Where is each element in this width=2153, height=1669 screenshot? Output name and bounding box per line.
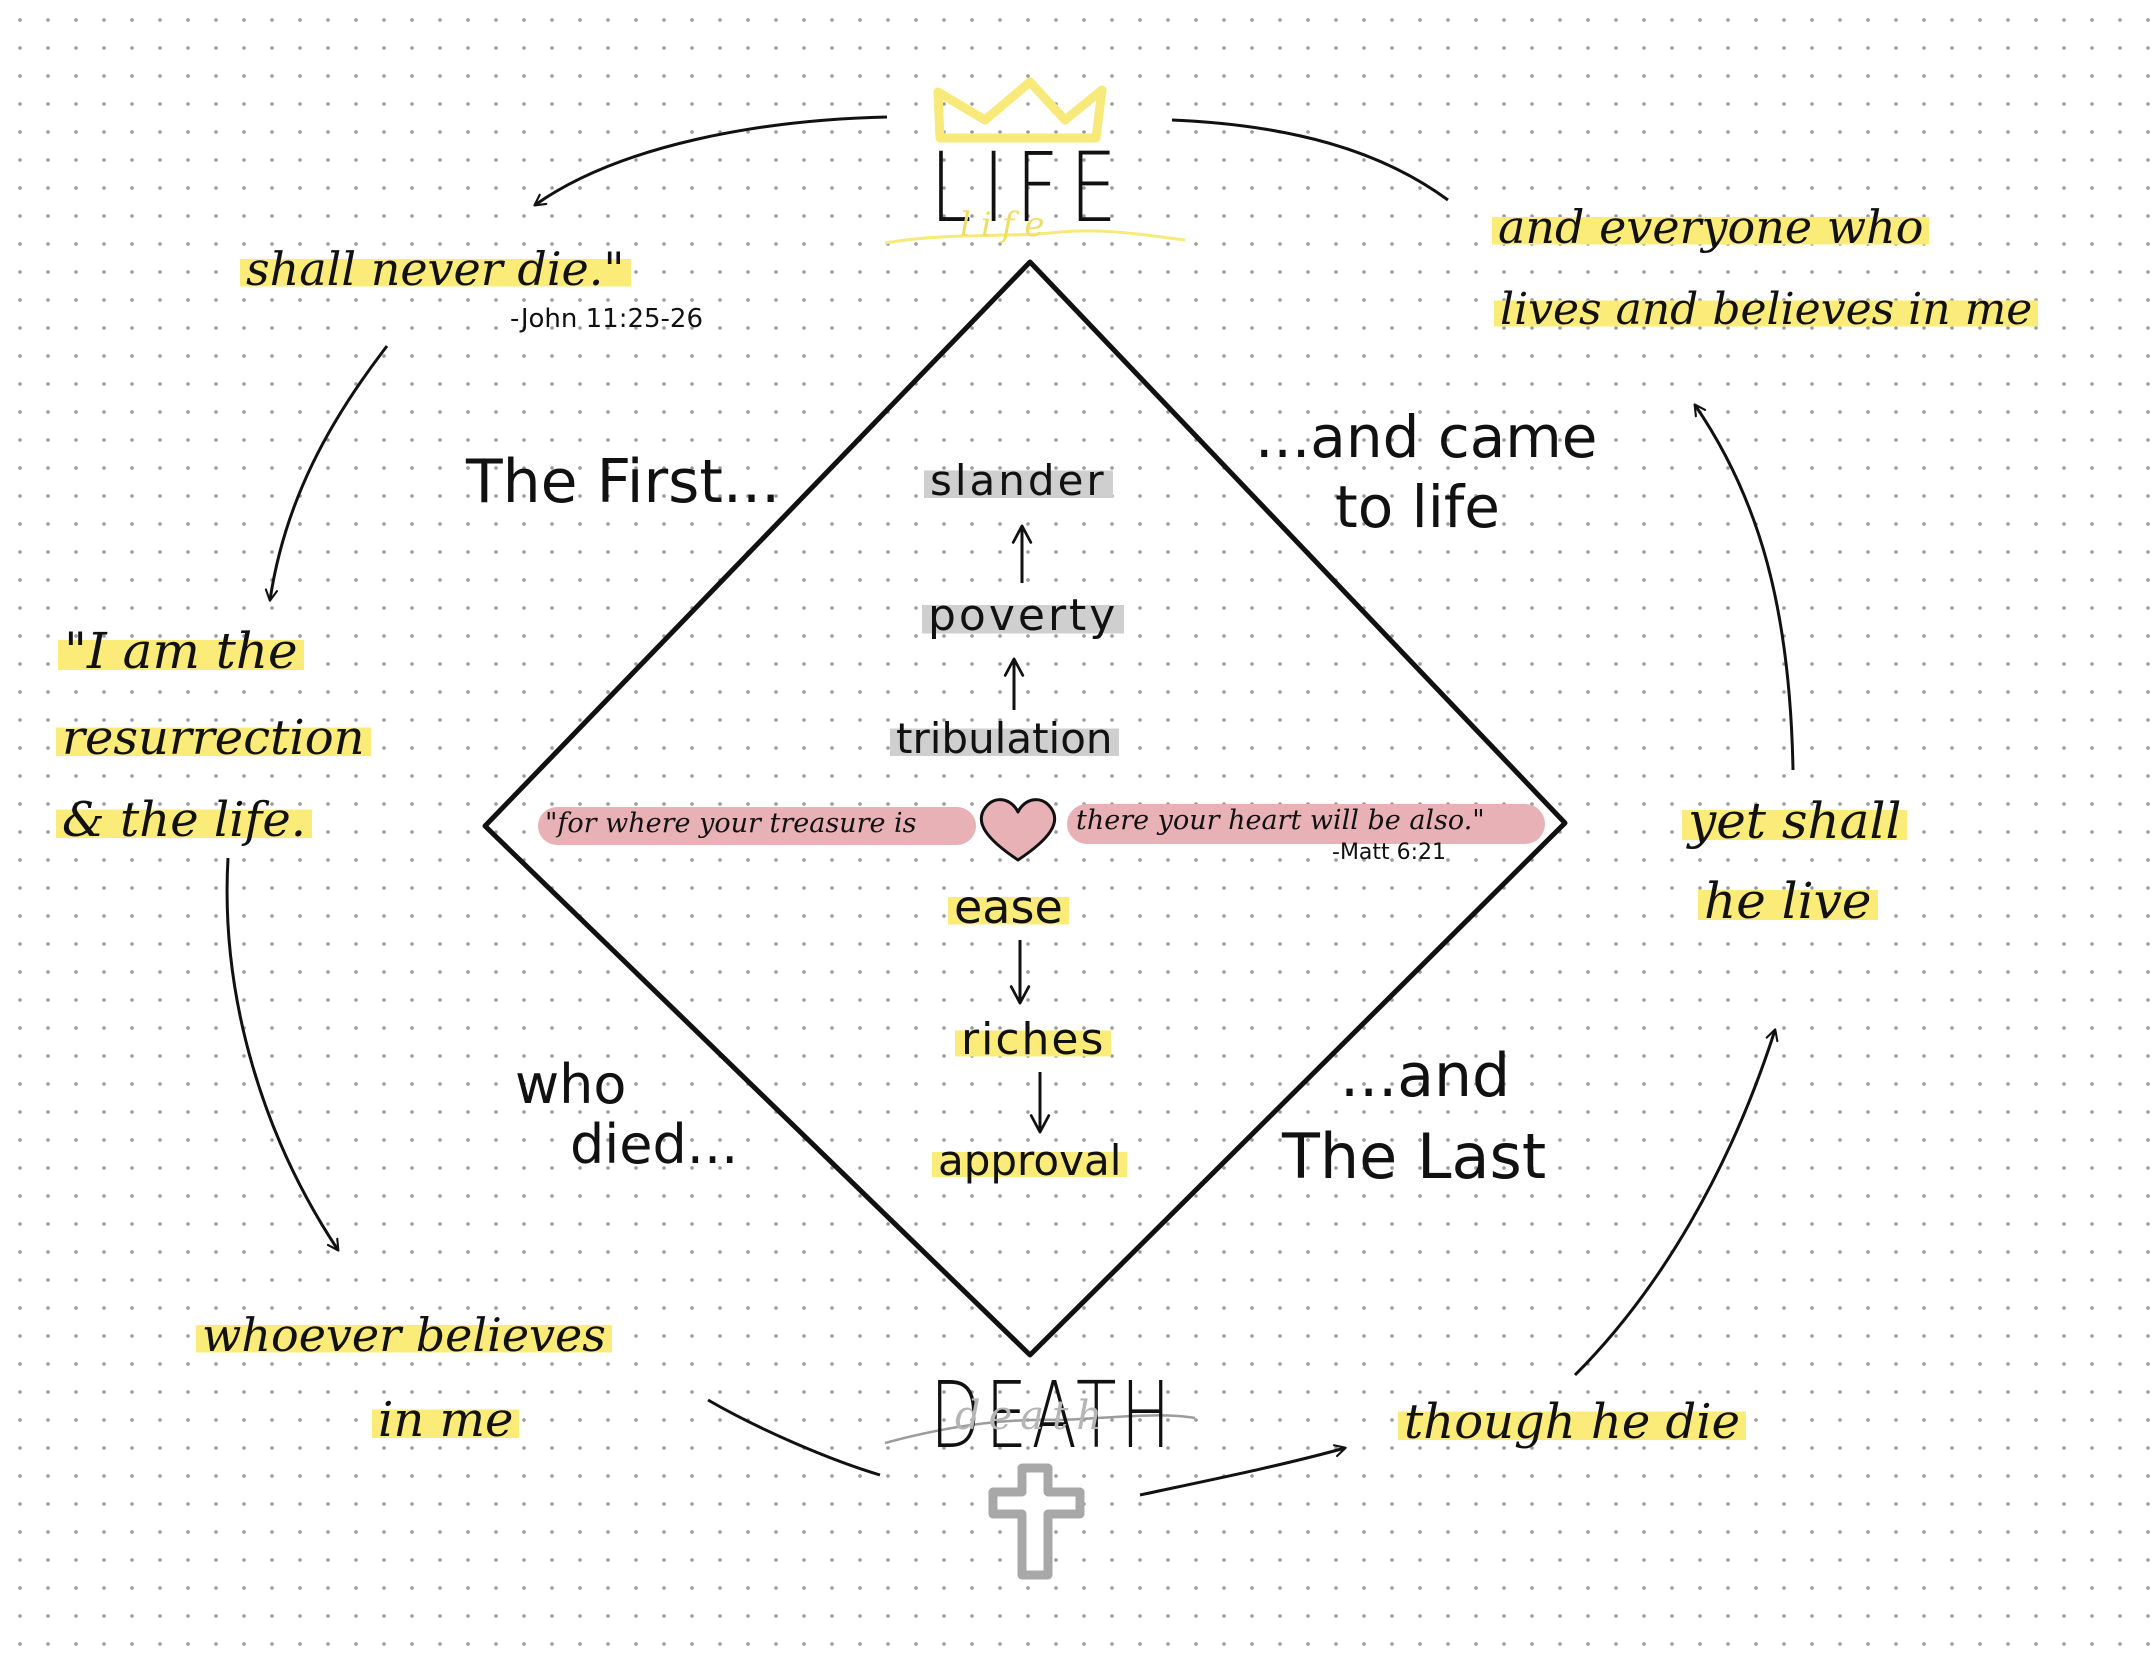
life-underline-squiggle xyxy=(884,229,1186,245)
text-yet-shall: yet shall xyxy=(1682,796,1908,846)
text-resurrection: resurrection xyxy=(56,714,371,762)
arrow-never-die-to-resurrection xyxy=(264,345,389,602)
label-to-life: to life xyxy=(1335,473,1500,541)
quote-treasure: "for where your treasure is xyxy=(545,808,917,839)
quote-heart: there your heart will be also." xyxy=(1076,805,1485,836)
text-whoever-believes: whoever believes xyxy=(196,1312,612,1358)
death-underline-squiggle xyxy=(884,1414,1196,1445)
death-title: DEATH xyxy=(930,1362,1175,1469)
chain-slander: slander xyxy=(924,460,1113,502)
text-and-the-life: & the life. xyxy=(56,796,312,844)
text-though-he-die: though he die xyxy=(1398,1398,1746,1446)
quote-matt-ref: -Matt 6:21 xyxy=(1332,840,1447,865)
label-and: ...and xyxy=(1340,1041,1511,1111)
arrow-whoever-to-death xyxy=(707,1398,881,1477)
chain-approval: approval xyxy=(932,1140,1128,1182)
chain-poverty: poverty xyxy=(922,594,1125,638)
text-i-am-the: "I am the xyxy=(58,626,304,676)
cross-icon xyxy=(988,1463,1085,1580)
arrow-death-to-though xyxy=(1139,1444,1347,1497)
chain-tribulation: tribulation xyxy=(890,718,1119,760)
crown-icon xyxy=(933,77,1107,143)
label-and-came: ...and came xyxy=(1255,403,1598,471)
heart-icon xyxy=(979,798,1057,862)
label-died: died... xyxy=(570,1113,739,1176)
life-title: LIFE xyxy=(930,132,1128,244)
text-shall-never-die: shall never die." xyxy=(240,246,631,292)
arrow-yet-to-everyone xyxy=(1693,403,1795,771)
arrow-everyone-to-life xyxy=(1171,118,1449,202)
arrow-though-to-yet xyxy=(1573,1028,1779,1377)
diamond-outline xyxy=(482,259,1568,1358)
text-in-me: in me xyxy=(372,1396,520,1444)
heart-pill xyxy=(1067,804,1545,844)
chain-riches: riches xyxy=(955,1018,1112,1062)
chain-ease: ease xyxy=(948,884,1069,930)
label-who: who xyxy=(515,1053,627,1116)
text-he-live: he live xyxy=(1698,876,1878,926)
text-and-everyone-who: and everyone who xyxy=(1492,204,1930,250)
text-lives-and-believes: lives and believes in me xyxy=(1494,288,2039,332)
death-echo: death xyxy=(955,1393,1110,1439)
label-the-first: The First... xyxy=(466,447,781,517)
arrow-resurrection-to-whoever xyxy=(225,857,340,1252)
text-john-ref: -John 11:25-26 xyxy=(510,304,704,334)
treasure-pill xyxy=(538,807,976,845)
arrow-life-to-never-die xyxy=(533,115,888,207)
label-the-last: The Last xyxy=(1282,1120,1547,1193)
life-echo: life xyxy=(960,205,1055,245)
